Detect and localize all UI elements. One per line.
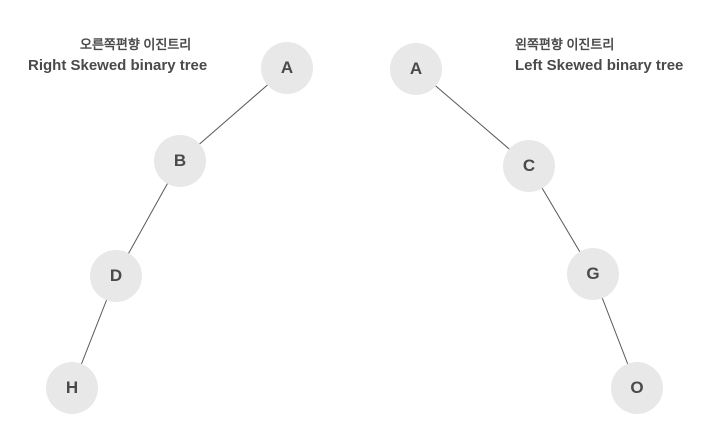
left-tree-title-english: Right Skewed binary tree bbox=[28, 57, 208, 74]
right-tree-node-c: C bbox=[503, 140, 555, 192]
right-tree-node-o: O bbox=[611, 362, 663, 414]
right-tree-title-english: Left Skewed binary tree bbox=[515, 57, 684, 74]
right-tree-node-a: A bbox=[390, 43, 442, 95]
right-tree-node-g: G bbox=[567, 248, 619, 300]
left-tree-title-korean: 오른쪽편향 이진트리 bbox=[80, 37, 192, 52]
right-tree-title-korean: 왼쪽편향 이진트리 bbox=[515, 37, 615, 52]
left-tree-node-b: B bbox=[154, 135, 206, 187]
left-tree-node-a: A bbox=[261, 42, 313, 94]
left-tree-node-h: H bbox=[46, 362, 98, 414]
left-tree-node-d: D bbox=[90, 250, 142, 302]
